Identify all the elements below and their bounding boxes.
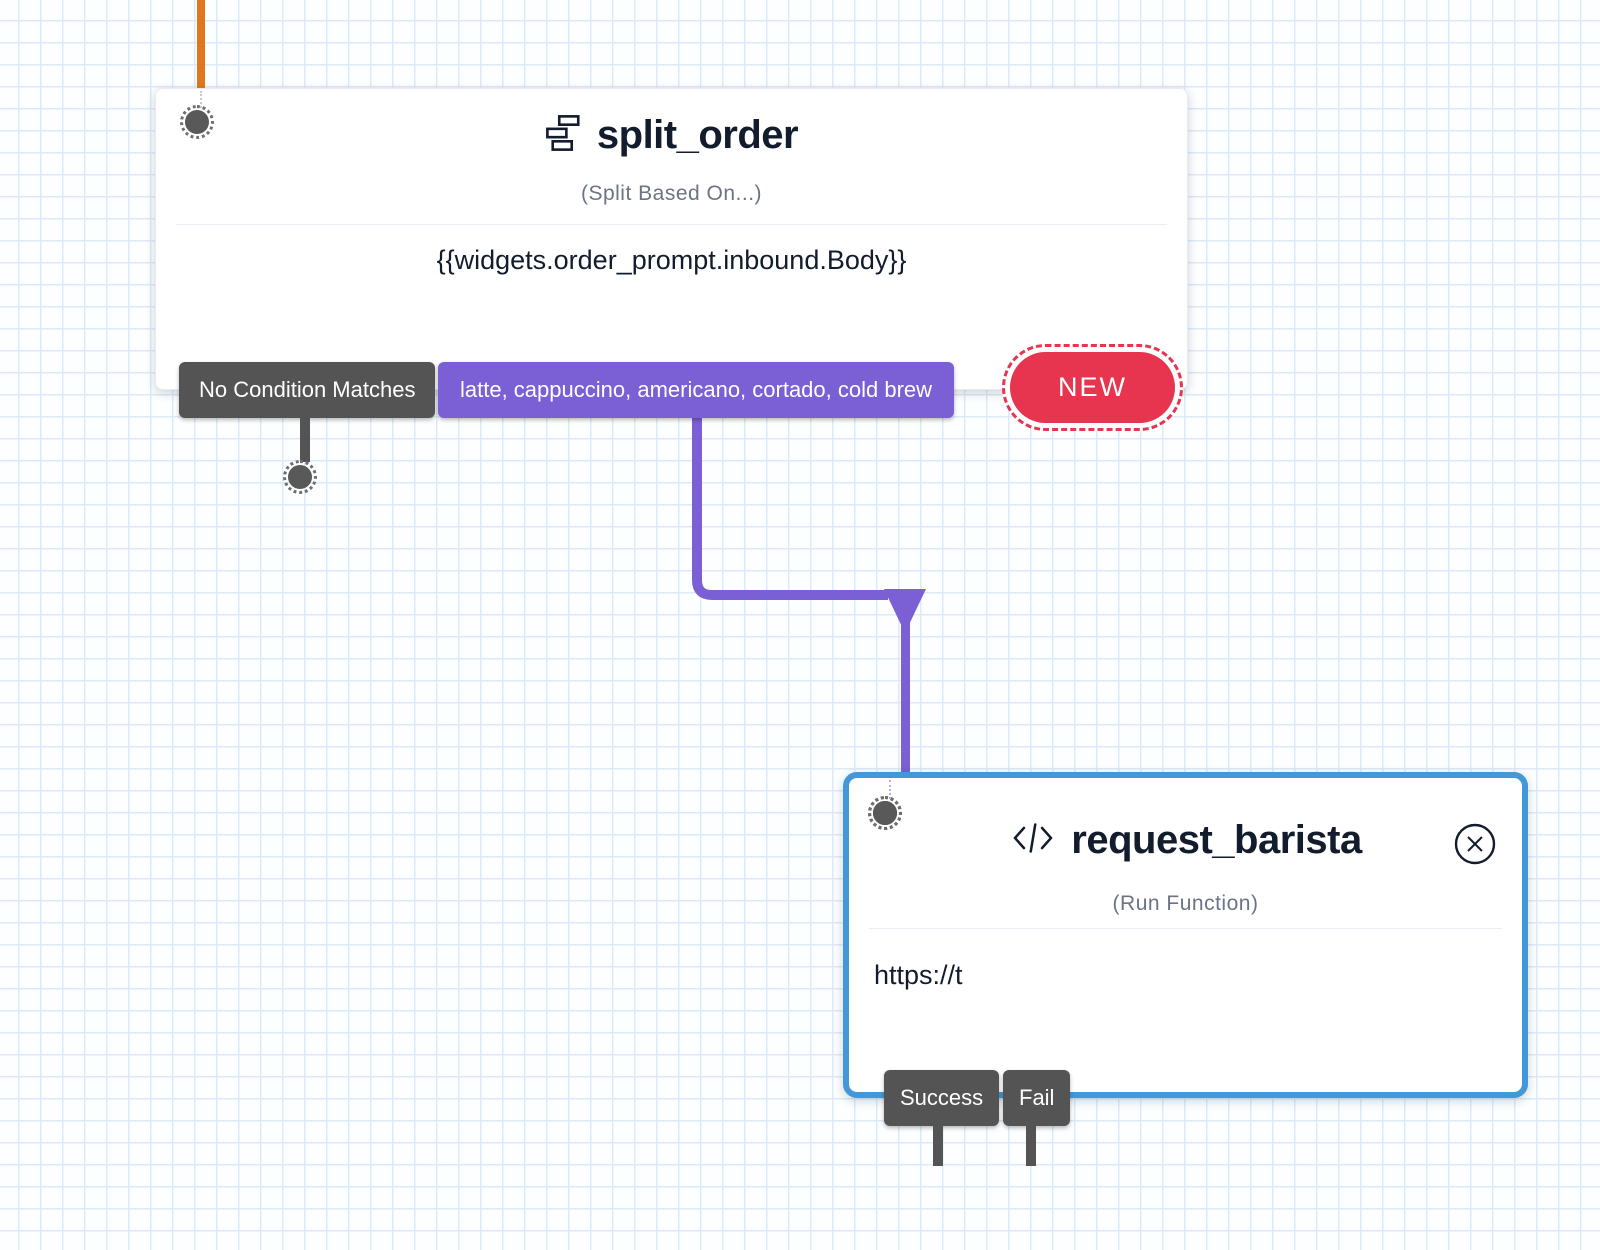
widget-body-value: https://t (874, 960, 963, 990)
divider (869, 928, 1502, 929)
transition-no-condition-matches[interactable]: No Condition Matches (179, 362, 436, 418)
widget-input-port[interactable] (180, 105, 214, 139)
connector-dot (288, 465, 312, 489)
split-icon (545, 114, 583, 157)
connector-dotted-trail (889, 780, 891, 799)
widget-title: split_order (596, 113, 799, 157)
divider (176, 224, 1167, 225)
close-icon[interactable] (1453, 822, 1497, 866)
connector-dot (873, 801, 897, 825)
code-icon (1009, 820, 1057, 861)
widget-type-label: (Run Function) (1112, 892, 1259, 915)
transition-condition-list[interactable]: latte, cappuccino, americano, cortado, c… (438, 362, 955, 418)
transition-stem (1026, 1124, 1036, 1166)
transition-output-port[interactable] (868, 796, 902, 830)
widget-body-value: {{widgets.order_prompt.inbound.Body}} (436, 245, 907, 275)
transition-success[interactable]: Success (884, 1070, 1000, 1126)
transition-output-port[interactable] (283, 460, 317, 494)
widget-split-order[interactable]: split_order (Split Based On...) {{widget… (155, 88, 1188, 390)
transition-stem (933, 1124, 943, 1166)
widget-request-barista[interactable]: request_barista (Run Function) https://t… (843, 772, 1528, 1166)
widget-type-label: (Split Based On...) (580, 182, 763, 205)
transition-fail[interactable]: Fail (1003, 1070, 1071, 1126)
trigger-connector-line (197, 0, 205, 90)
widget-title: request_barista (1071, 818, 1362, 862)
new-transition-label: NEW (1010, 352, 1175, 423)
new-transition-button[interactable]: NEW (1002, 344, 1183, 431)
transition-stem (300, 416, 310, 462)
connector-dotted-trail (200, 91, 202, 108)
connector-dot (185, 110, 209, 134)
